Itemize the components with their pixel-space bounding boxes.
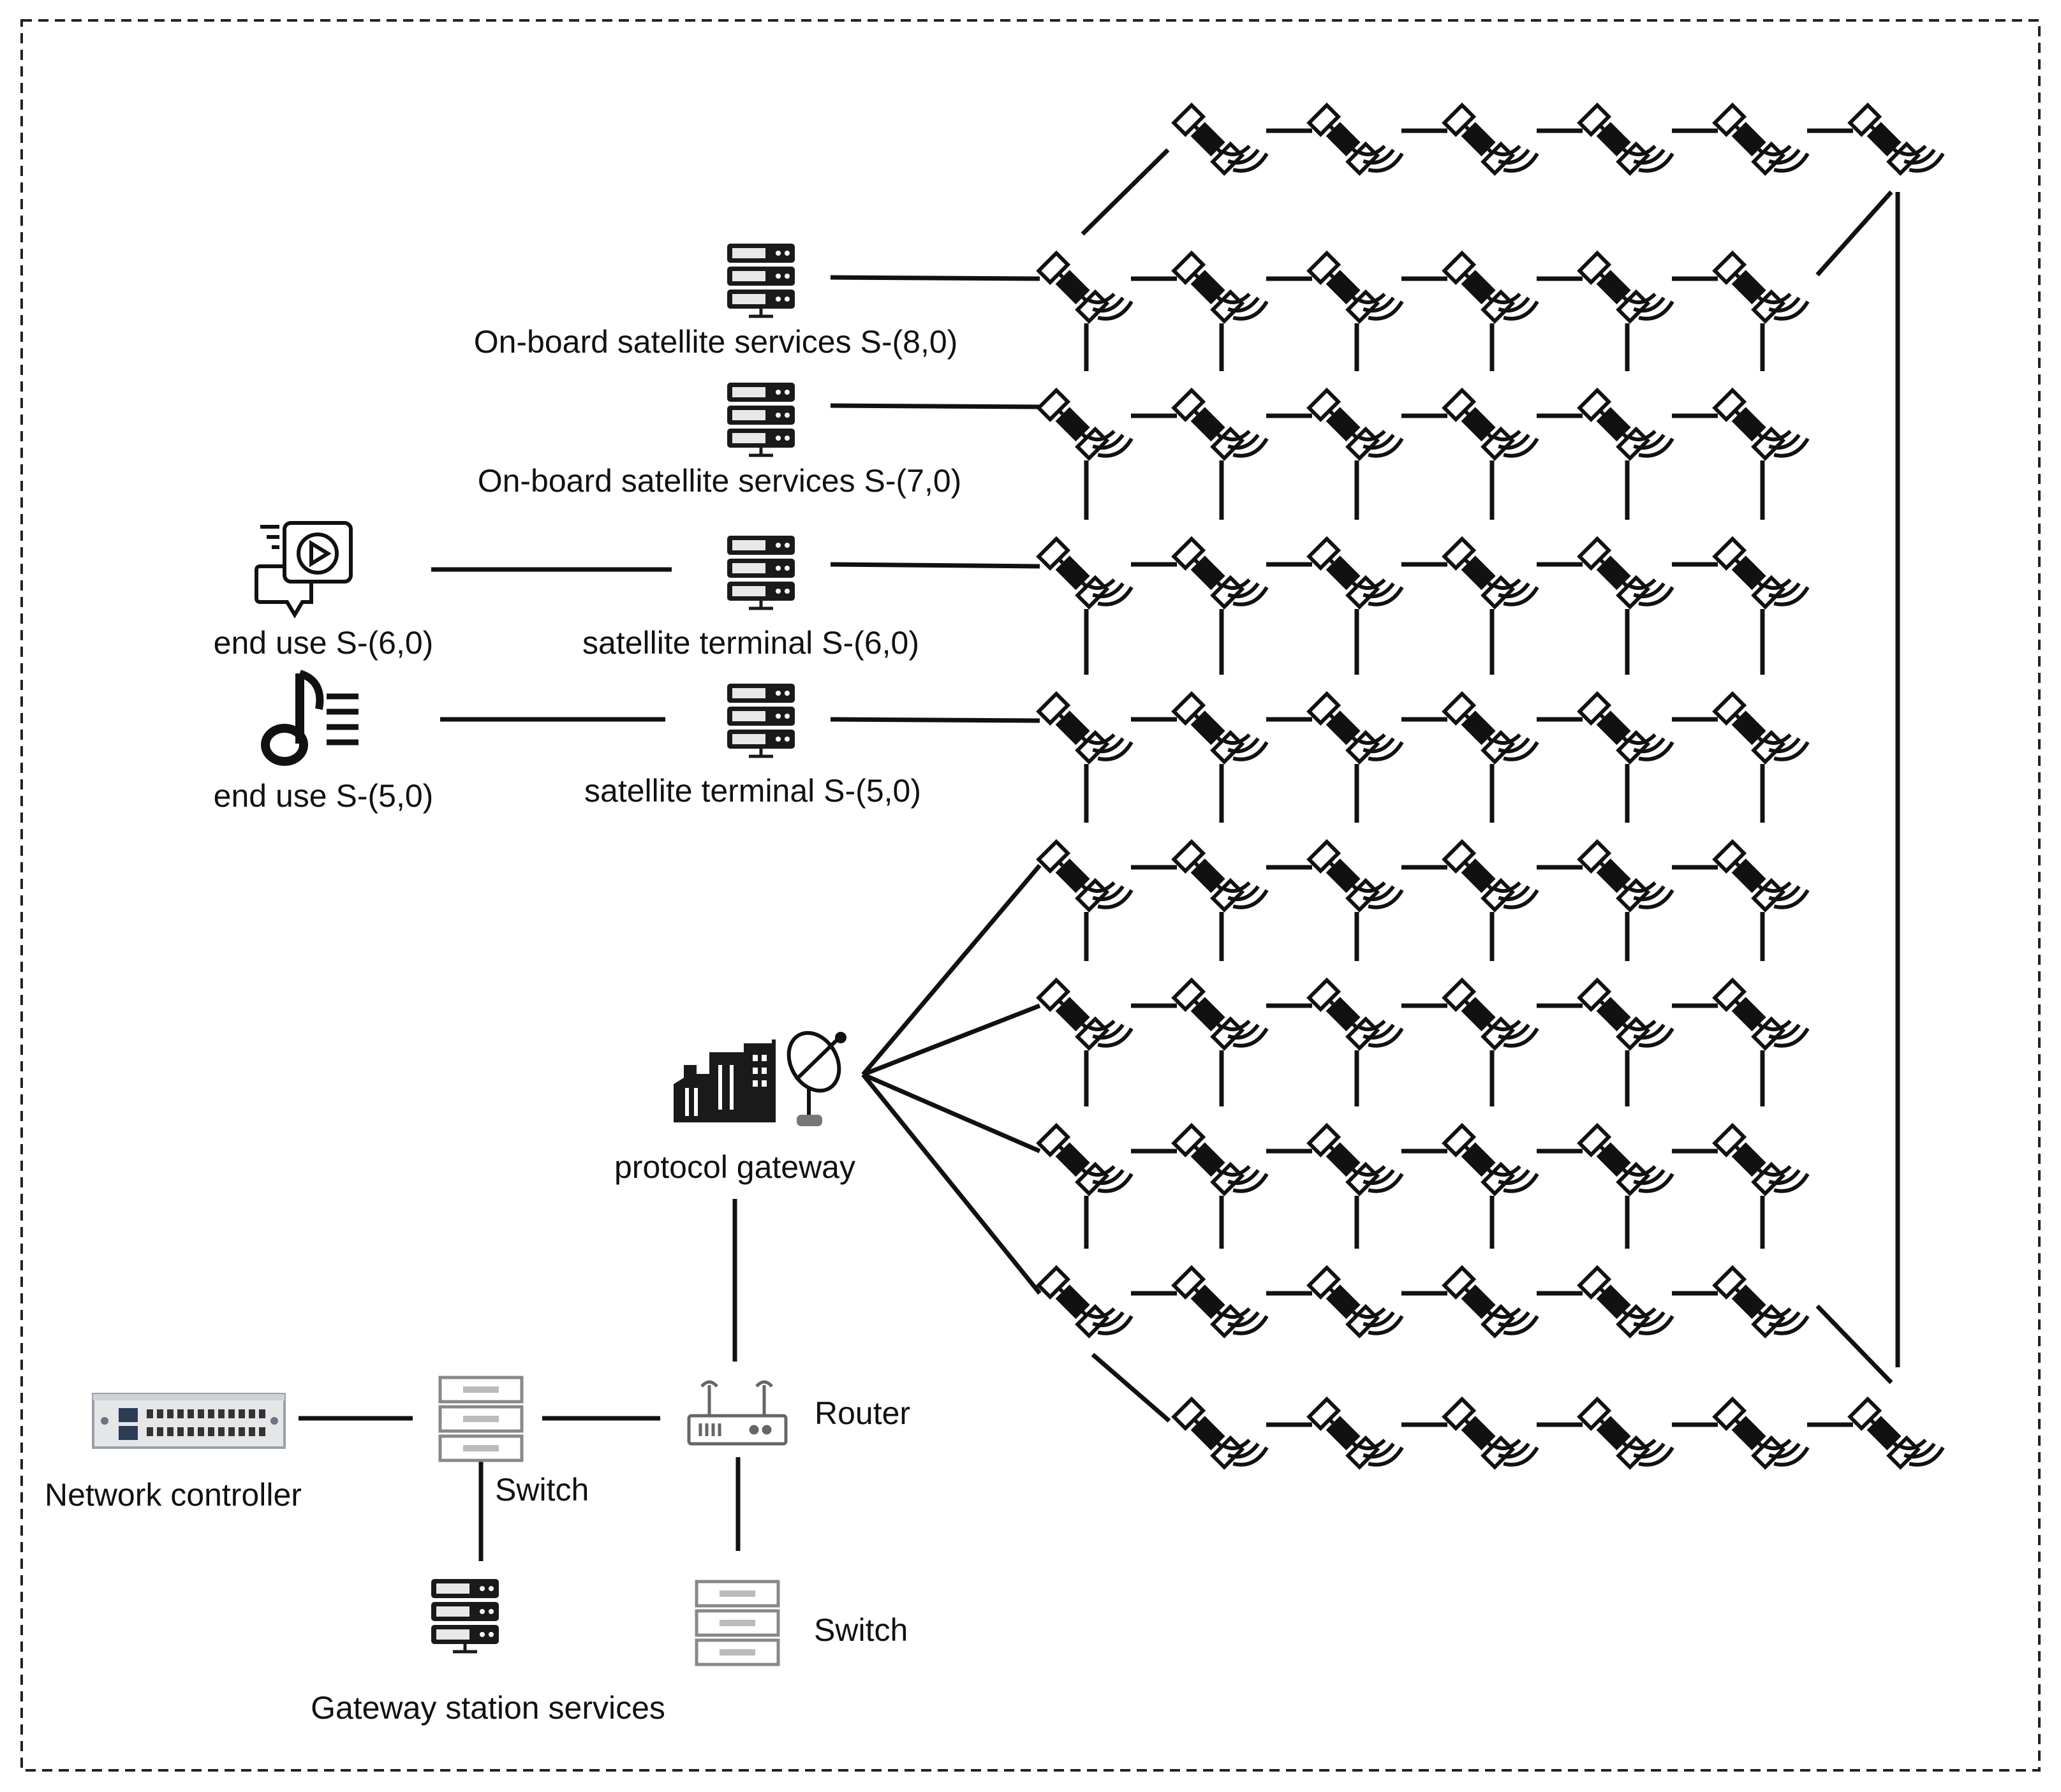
satellite-icon — [1038, 539, 1132, 607]
satellite-icon — [1038, 1126, 1132, 1194]
satellite-icon — [1579, 1399, 1673, 1467]
satellite-icon — [1174, 105, 1267, 173]
video-chat-icon — [255, 521, 353, 619]
satellite-icon — [1579, 105, 1673, 173]
satellite-icon — [1444, 842, 1537, 910]
satellite-icon — [1309, 105, 1402, 173]
onboard-server-7-icon — [727, 383, 795, 455]
satellite-icon — [1444, 1268, 1537, 1336]
satellite-icon — [1715, 1126, 1808, 1194]
satellite-icon — [1444, 539, 1537, 607]
satellite-icon — [1715, 105, 1808, 173]
satellite-icon — [1309, 253, 1402, 321]
gateway-station-services-label: Gateway station services — [311, 1690, 665, 1726]
satellite-icon — [1579, 253, 1673, 321]
satellite-icon — [1038, 253, 1132, 321]
satellite-icon — [1579, 1126, 1673, 1194]
satellite-icon — [1174, 1399, 1267, 1467]
onboard-services-7-label: On-board satellite services S-(7,0) — [478, 463, 962, 499]
network-switch-lower-icon — [697, 1582, 778, 1664]
satellite-icon — [1579, 694, 1673, 762]
satellite-icon — [1715, 980, 1808, 1048]
satellite-icon — [1444, 694, 1537, 762]
satellite-icon — [1444, 1399, 1537, 1467]
satellite-terminal-5-label: satellite terminal S-(5,0) — [584, 773, 921, 809]
satellite-icon — [1444, 980, 1537, 1048]
satellite-icon — [1715, 539, 1808, 607]
terminal-server-6-icon — [727, 536, 795, 608]
satellite-icon — [1850, 1399, 1943, 1467]
satellite-icon — [1309, 1126, 1402, 1194]
satellite-icon — [1174, 694, 1267, 762]
switch-lower-label: Switch — [814, 1612, 908, 1648]
satellite-icon — [1174, 253, 1267, 321]
satellite-icon — [1174, 980, 1267, 1048]
satellite-icon — [1579, 539, 1673, 607]
satellite-icon — [1038, 694, 1132, 762]
satellite-icon — [1444, 390, 1537, 459]
satellite-icon — [1715, 1399, 1808, 1467]
city-buildings-icon — [674, 1039, 776, 1122]
end-use-6-label: end use S-(6,0) — [214, 625, 434, 661]
switch-upper-label: Switch — [495, 1472, 589, 1508]
satellite-icon — [1309, 539, 1402, 607]
satellite-icon — [1038, 390, 1132, 459]
protocol-gateway-label: protocol gateway — [614, 1149, 855, 1185]
satellite-icon — [1309, 390, 1402, 459]
satellite-icon — [1038, 980, 1132, 1048]
satellite-icon — [1309, 980, 1402, 1048]
end-use-5-label: end use S-(5,0) — [214, 778, 434, 814]
satellite-icon — [1715, 1268, 1808, 1336]
satellite-icon — [1579, 842, 1673, 910]
satellite-icon — [1579, 980, 1673, 1048]
router-label: Router — [815, 1395, 910, 1431]
satellite-icon — [1579, 390, 1673, 459]
satellite-icon — [1174, 1268, 1267, 1336]
satellite-icon — [1309, 1399, 1402, 1467]
satellite-icon — [1309, 1268, 1402, 1336]
constellation-links — [1081, 128, 1900, 1427]
satellite-icon — [1850, 105, 1943, 173]
satellite-icon — [1309, 694, 1402, 762]
satellite-icon — [1715, 694, 1808, 762]
satellite-icon — [1444, 105, 1537, 173]
satellite-icon — [1174, 390, 1267, 459]
gateway-station-server-icon — [431, 1579, 499, 1652]
satellite-dish-icon — [787, 1031, 846, 1126]
satellite-icon — [1174, 842, 1267, 910]
network-switch-upper-icon — [440, 1377, 522, 1460]
satellite-icon — [1444, 1126, 1537, 1194]
satellite-icon — [1715, 390, 1808, 459]
diagram-border — [20, 19, 2041, 1772]
satellite-icon — [1309, 842, 1402, 910]
music-note-icon — [261, 670, 358, 766]
satellite-icon — [1715, 842, 1808, 910]
onboard-server-8-icon — [727, 244, 795, 316]
satellite-icon — [1038, 842, 1132, 910]
satellite-icon — [1444, 253, 1537, 321]
network-controller-label: Network controller — [45, 1477, 302, 1513]
onboard-services-8-label: On-board satellite services S-(8,0) — [474, 324, 958, 360]
satellite-icon — [1174, 1126, 1267, 1194]
satellite-icon — [1715, 253, 1808, 321]
satellite-icon — [1038, 1268, 1132, 1336]
satellite-terminal-6-label: satellite terminal S-(6,0) — [582, 625, 919, 661]
terminal-links — [299, 275, 1042, 1561]
wifi-router-icon — [687, 1380, 788, 1446]
satellite-icon — [1579, 1268, 1673, 1336]
rack-controller-icon — [92, 1393, 286, 1449]
satellite-icon — [1174, 539, 1267, 607]
terminal-server-5-icon — [727, 684, 795, 756]
